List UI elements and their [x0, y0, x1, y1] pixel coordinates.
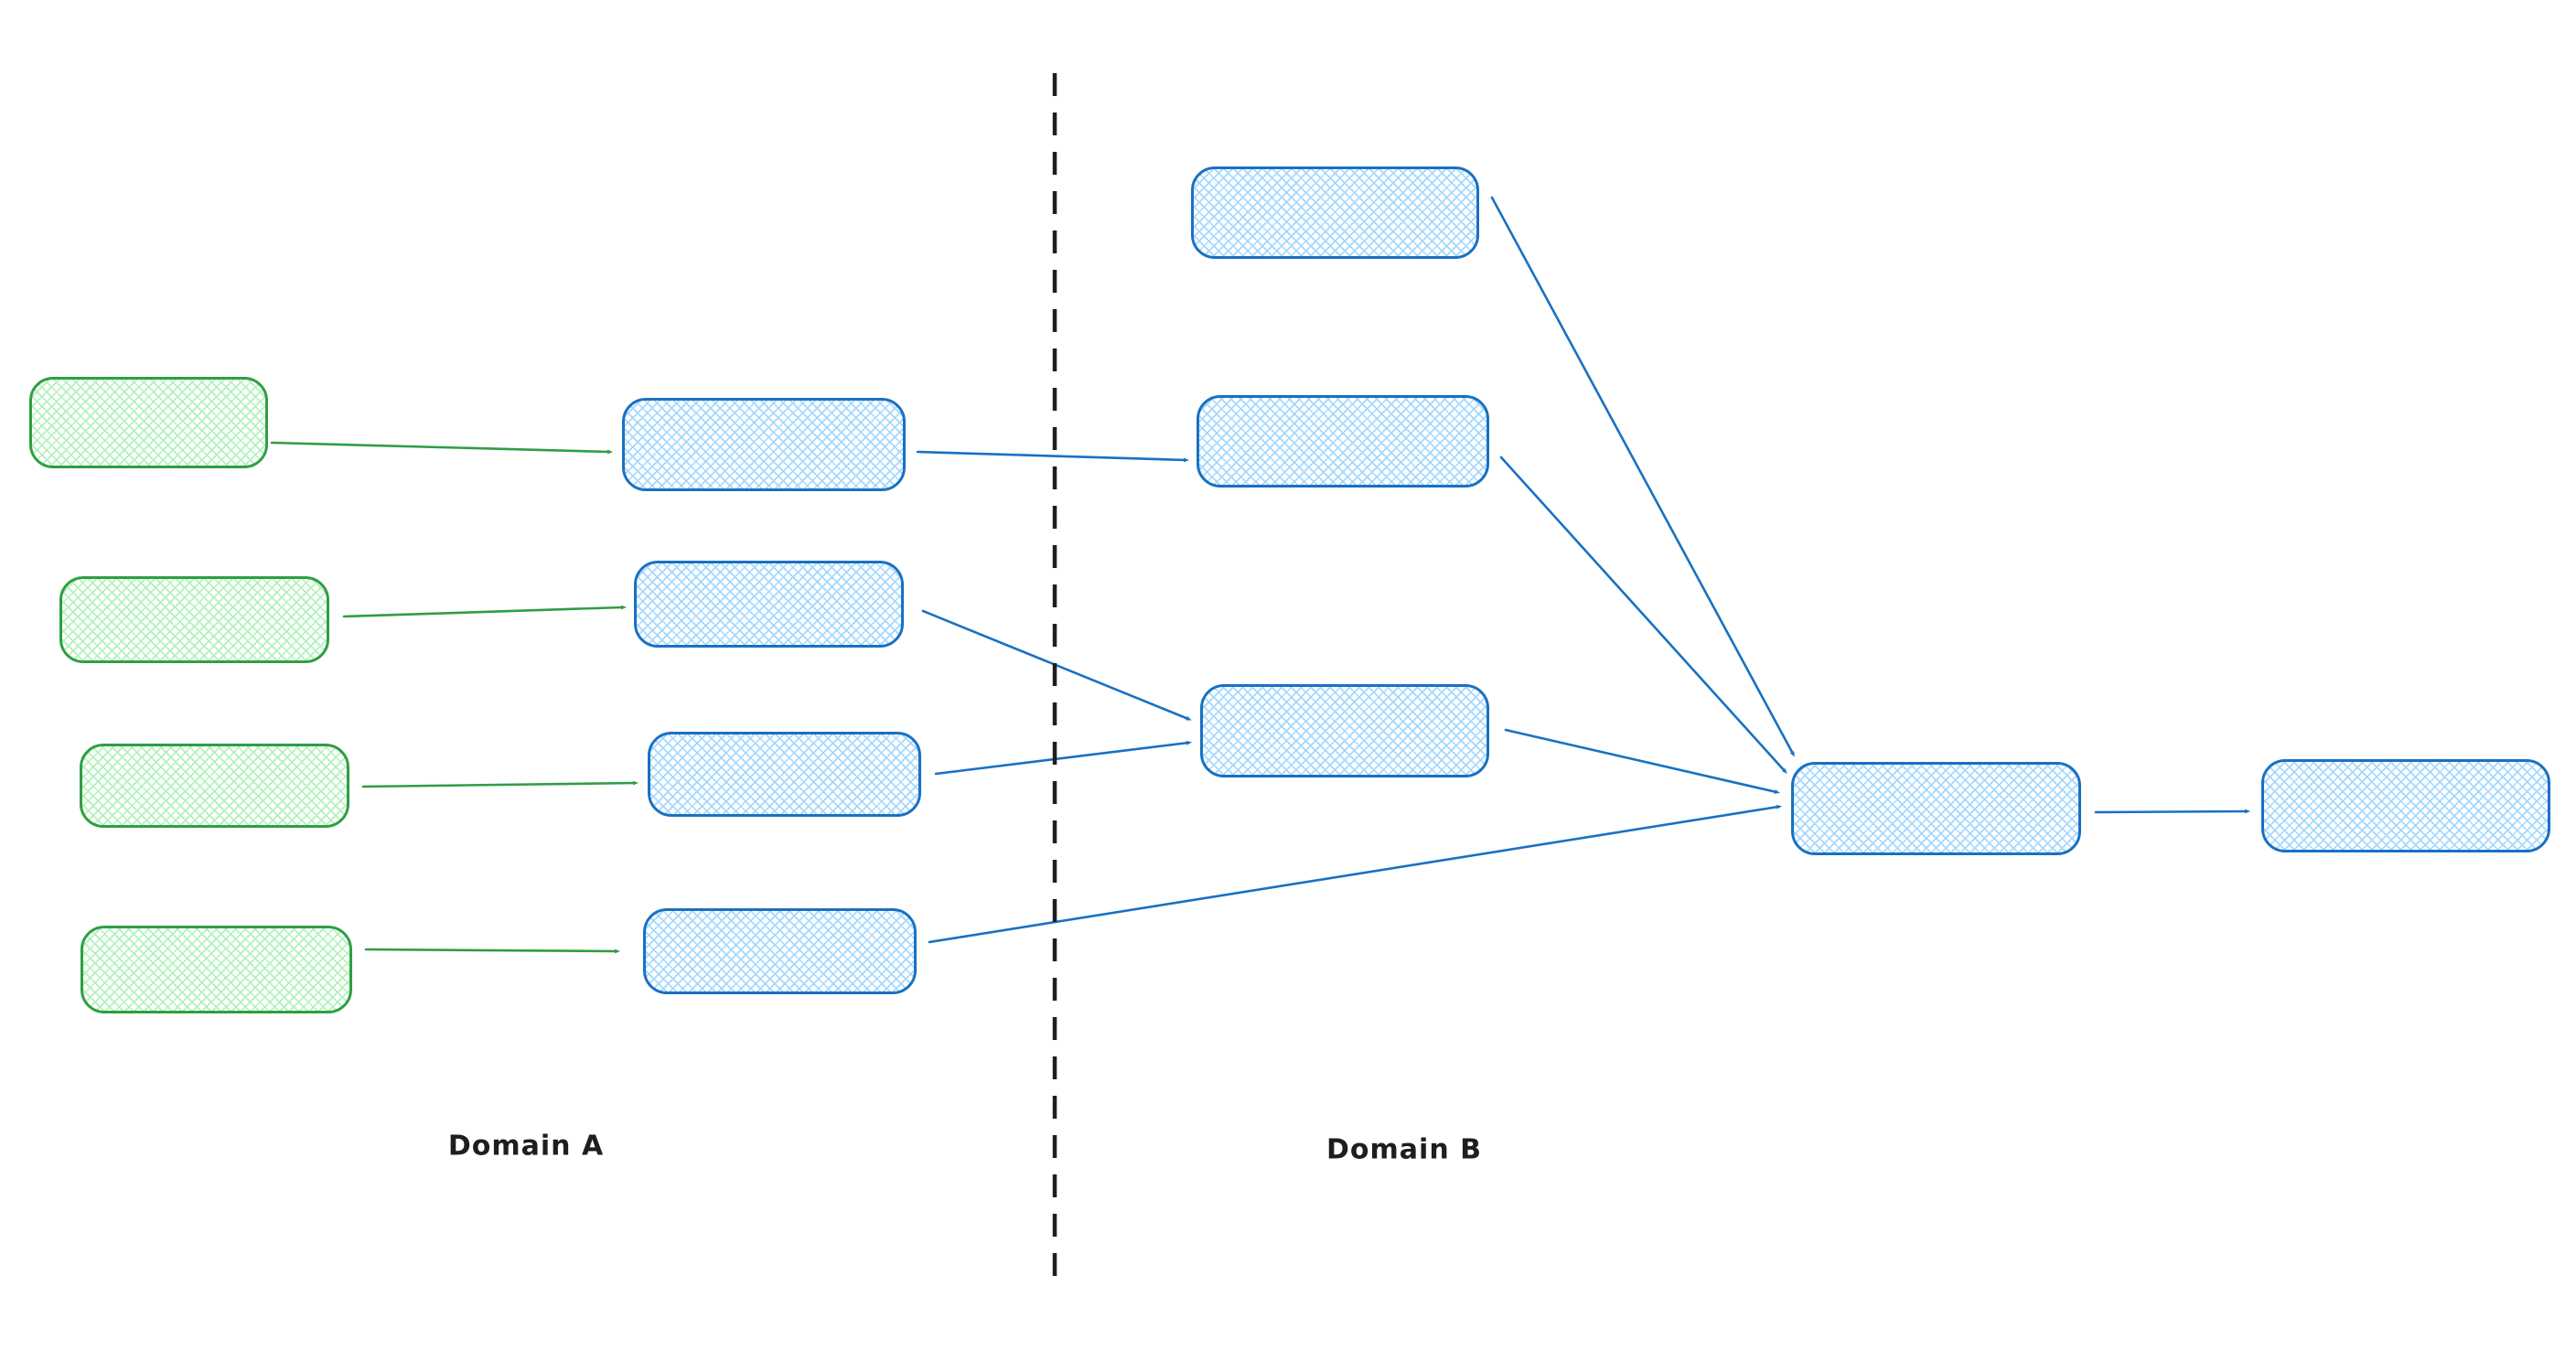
edge-source4-to-a4[interactable] — [364, 949, 617, 951]
edge-merge-to-output[interactable] — [2094, 811, 2247, 812]
edge-b2-to-merge[interactable] — [1499, 456, 1785, 771]
node-domain-a-source-4[interactable] — [80, 926, 352, 1013]
edge-b3-to-merge[interactable] — [1504, 728, 1776, 792]
node-domain-a-node-1[interactable] — [622, 398, 906, 491]
domain-a-label: Domain A — [447, 1130, 605, 1163]
node-domain-b-merge-node[interactable] — [1791, 762, 2081, 855]
node-domain-a-node-4[interactable] — [643, 908, 917, 994]
edge-source1-to-a1[interactable] — [270, 443, 609, 452]
node-domain-a-source-3[interactable] — [80, 744, 349, 828]
edge-source3-to-a3[interactable] — [361, 783, 635, 787]
node-output-node[interactable] — [2261, 759, 2550, 852]
node-domain-b-node-3[interactable] — [1200, 684, 1489, 777]
domain-b-label: Domain B — [1326, 1133, 1482, 1166]
edge-a1-to-b2[interactable] — [916, 452, 1186, 460]
node-domain-a-source-2[interactable] — [59, 576, 329, 663]
node-domain-a-source-1[interactable] — [29, 377, 268, 468]
node-domain-b-node-2[interactable] — [1197, 395, 1489, 488]
edge-a3-to-b3[interactable] — [934, 743, 1188, 776]
node-domain-a-node-3[interactable] — [648, 732, 921, 817]
edge-a4-to-merge[interactable] — [928, 807, 1778, 944]
edge-source2-to-a2[interactable] — [342, 607, 623, 616]
node-domain-a-node-2[interactable] — [634, 561, 904, 648]
node-domain-b-node-1[interactable] — [1191, 166, 1479, 259]
edge-b1-to-merge[interactable] — [1490, 196, 1793, 754]
